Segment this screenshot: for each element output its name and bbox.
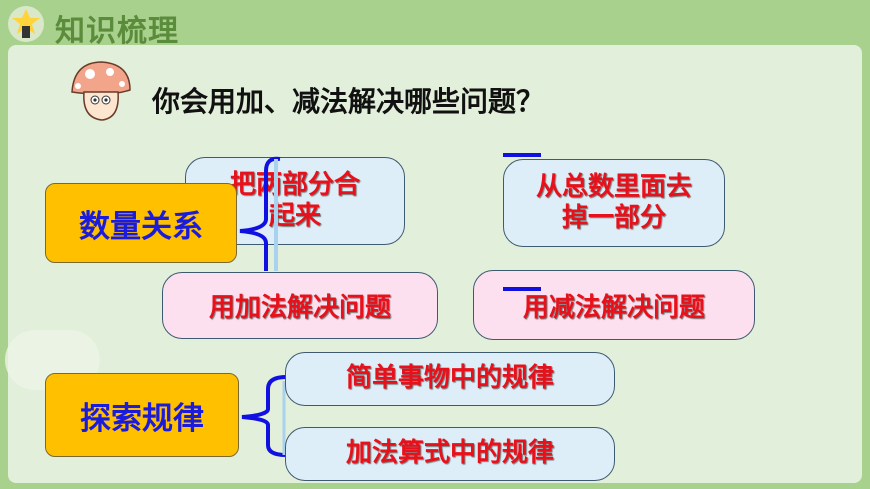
add-meaning-text: 把两部分合起来 (230, 169, 361, 231)
sub-meaning-box: 从总数里面去掉一部分 (503, 159, 725, 247)
minus-mark (503, 153, 541, 157)
category-label: 探索规律 (80, 400, 204, 437)
brace-icon (241, 375, 287, 457)
mushroom-mascot-icon (68, 58, 134, 128)
sub-use-text: 用减法解决问题 (522, 292, 705, 323)
pattern-item-text: 加法算式中的规律 (345, 438, 554, 469)
brace-icon (239, 156, 281, 271)
pattern-item-1: 简单事物中的规律 (285, 352, 615, 406)
category-quantity-relations: 数量关系 (45, 183, 237, 263)
add-use-text: 用加法解决问题 (208, 293, 391, 323)
category-label: 数量关系 (79, 208, 203, 245)
add-use-box: 用加法解决问题 (162, 272, 438, 339)
category-explore-patterns: 探索规律 (45, 373, 239, 457)
page-title: 知识梳理 (55, 14, 179, 49)
logo-icon (8, 6, 44, 42)
pattern-item-2: 加法算式中的规律 (285, 427, 615, 481)
sub-meaning-text: 从总数里面去掉一部分 (535, 171, 692, 233)
pattern-item-text: 简单事物中的规律 (345, 363, 554, 394)
minus-mark (503, 287, 541, 291)
question-heading: 你会用加、减法解决哪些问题？ (152, 85, 545, 118)
sub-use-box: 用减法解决问题 (473, 270, 755, 340)
